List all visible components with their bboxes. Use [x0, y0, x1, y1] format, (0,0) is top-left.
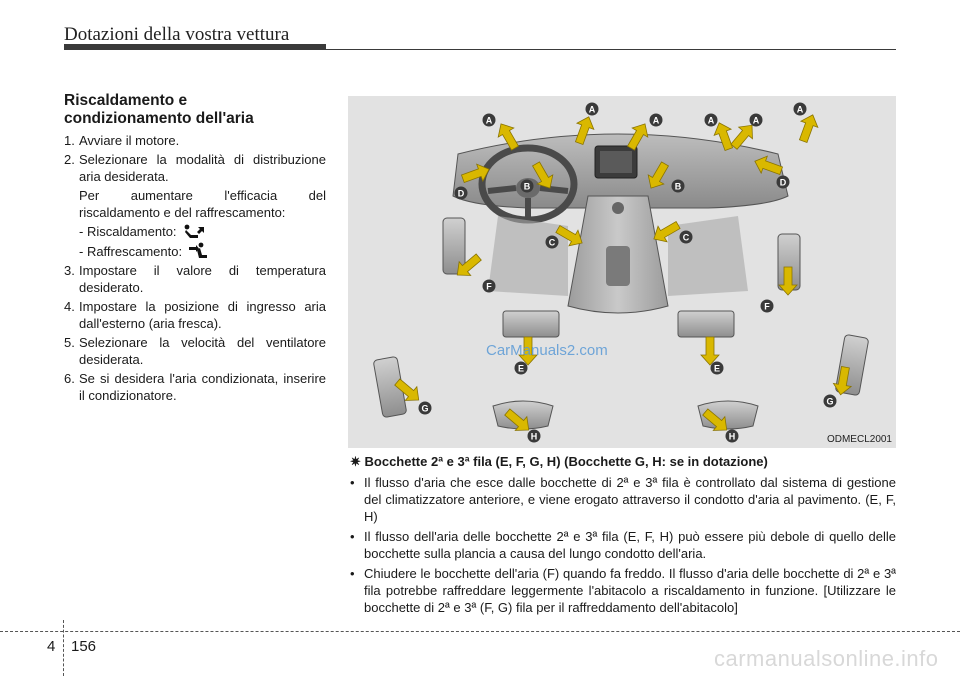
airflow-arrow-icon — [700, 336, 720, 366]
footer-divider — [63, 620, 64, 676]
vent-label: B — [675, 182, 682, 192]
note-bullet-3: •Chiudere le bocchette dell'aria (F) qua… — [350, 566, 896, 615]
vent-badge — [704, 113, 718, 127]
site-watermark: carmanualsonline.info — [714, 646, 939, 671]
vent-label: A — [589, 105, 596, 115]
step-1: 1.Avviare il motore. — [64, 133, 180, 148]
vent-badge — [793, 102, 807, 116]
vent-label: E — [518, 364, 524, 374]
dashboard-illustration: A A A A A A B B C C D D E E F F G G H H — [373, 102, 869, 443]
vent-badge — [776, 175, 790, 189]
airflow-arrow-icon — [754, 155, 784, 176]
vent-label: C — [683, 233, 690, 243]
figure-code: ODMECL2001 — [826, 434, 892, 445]
vent-diagram: A A A A A A B B C C D D E E F F G G H H CarManuals2.com ODM… — [348, 96, 896, 448]
vent-badge — [482, 113, 496, 127]
airflow-arrow-icon — [798, 114, 819, 144]
airflow-arrow-icon — [531, 161, 554, 189]
vent-badge — [760, 299, 774, 313]
vent-label: H — [531, 432, 538, 442]
step-5: 5.Selezionare la velocità del ventilator… — [64, 335, 326, 367]
vent-badge — [725, 429, 739, 443]
airflow-arrow-icon — [518, 336, 538, 366]
vent-label: E — [714, 364, 720, 374]
steering-wheel — [478, 144, 578, 224]
airflow-arrow-icon — [702, 408, 728, 431]
vent-badge — [545, 235, 559, 249]
vent-label: F — [764, 302, 770, 312]
vent-badge — [585, 102, 599, 116]
airflow-arrow-icon — [456, 253, 482, 276]
airflow-arrow-icon — [778, 266, 798, 296]
left-column: Riscaldamento e condizionamento dell'ari… — [64, 92, 326, 406]
vent-label: C — [549, 238, 556, 248]
vent-badge — [520, 179, 534, 193]
vent-e-left — [502, 310, 560, 338]
vent-label: G — [421, 404, 428, 414]
footer-rule — [0, 631, 960, 632]
vent-badge — [710, 361, 724, 375]
airflow-arrow-icon — [653, 220, 681, 243]
right-column: ✷ Bocchette 2ª e 3ª fila (E, F, G, H) (B… — [350, 453, 896, 619]
vent-label: G — [826, 397, 833, 407]
step-4: 4.Impostare la posizione di ingresso ari… — [64, 299, 326, 331]
vent-badge — [679, 230, 693, 244]
vent-label: F — [486, 282, 492, 292]
chapter-number: 4 — [47, 638, 56, 655]
cooling-mode: - Raffrescamento: — [79, 242, 326, 260]
section-title: Riscaldamento e condizionamento dell'ari… — [64, 92, 254, 127]
asterisk-icon: ✷ — [350, 454, 365, 469]
vent-label: A — [753, 116, 760, 126]
vent-badge — [454, 186, 468, 200]
vent-badge — [749, 113, 763, 127]
page-header-title: Dotazioni della vostra vettura — [64, 24, 290, 45]
efficacy-note: Per aumentare l'efficacia del riscaldame… — [79, 188, 326, 220]
face-mode-icon — [189, 242, 208, 258]
header-rule — [64, 49, 896, 50]
heating-mode: - Riscaldamento: — [79, 223, 326, 240]
vent-badge — [514, 361, 528, 375]
vent-label: A — [486, 116, 493, 126]
vent-label: A — [653, 116, 660, 126]
vent-badge — [418, 401, 432, 415]
airflow-arrow-icon — [460, 163, 490, 184]
note-bullet-2: •Il flusso dell'aria delle bocchette 2ª … — [350, 529, 896, 561]
vent-badge — [482, 279, 496, 293]
step-6: 6.Se si desidera l'aria condizionata, in… — [64, 371, 326, 403]
airflow-arrow-icon — [832, 366, 853, 396]
step-2: 2.Selezionare la modalità di distribuzio… — [64, 152, 326, 184]
header-bar — [64, 44, 326, 50]
airflow-arrow-icon — [497, 123, 520, 151]
airflow-arrow-icon — [555, 224, 583, 247]
vent-label: B — [524, 182, 531, 192]
vent-label: D — [458, 189, 465, 199]
vent-label: D — [780, 178, 787, 188]
vent-badge — [527, 429, 541, 443]
note-title: ✷ Bocchette 2ª e 3ª fila (E, F, G, H) (B… — [350, 454, 768, 469]
step-3: 3.Impostare il valore di temperatura des… — [64, 263, 326, 295]
airflow-arrow-icon — [626, 123, 649, 151]
vent-f-left — [442, 217, 466, 275]
floor-mode-icon — [184, 224, 204, 238]
vent-badge — [823, 394, 837, 408]
airflow-arrow-icon — [394, 378, 420, 401]
vent-badge — [671, 179, 685, 193]
vent-label: H — [729, 432, 736, 442]
vent-e-right — [677, 310, 735, 338]
airflow-arrow-icon — [504, 408, 530, 431]
vent-h-left — [492, 400, 554, 430]
watermark: CarManuals2.com — [486, 342, 608, 359]
page-number: 156 — [71, 638, 97, 655]
airflow-arrow-icon — [574, 116, 595, 146]
airflow-arrow-icon — [730, 124, 753, 150]
vent-label: A — [708, 116, 715, 126]
airflow-arrow-icon — [647, 161, 670, 189]
vent-label: A — [797, 105, 804, 115]
vent-badge — [649, 113, 663, 127]
note-bullet-1: •Il flusso d'aria che esce dalle bocchet… — [350, 475, 896, 524]
